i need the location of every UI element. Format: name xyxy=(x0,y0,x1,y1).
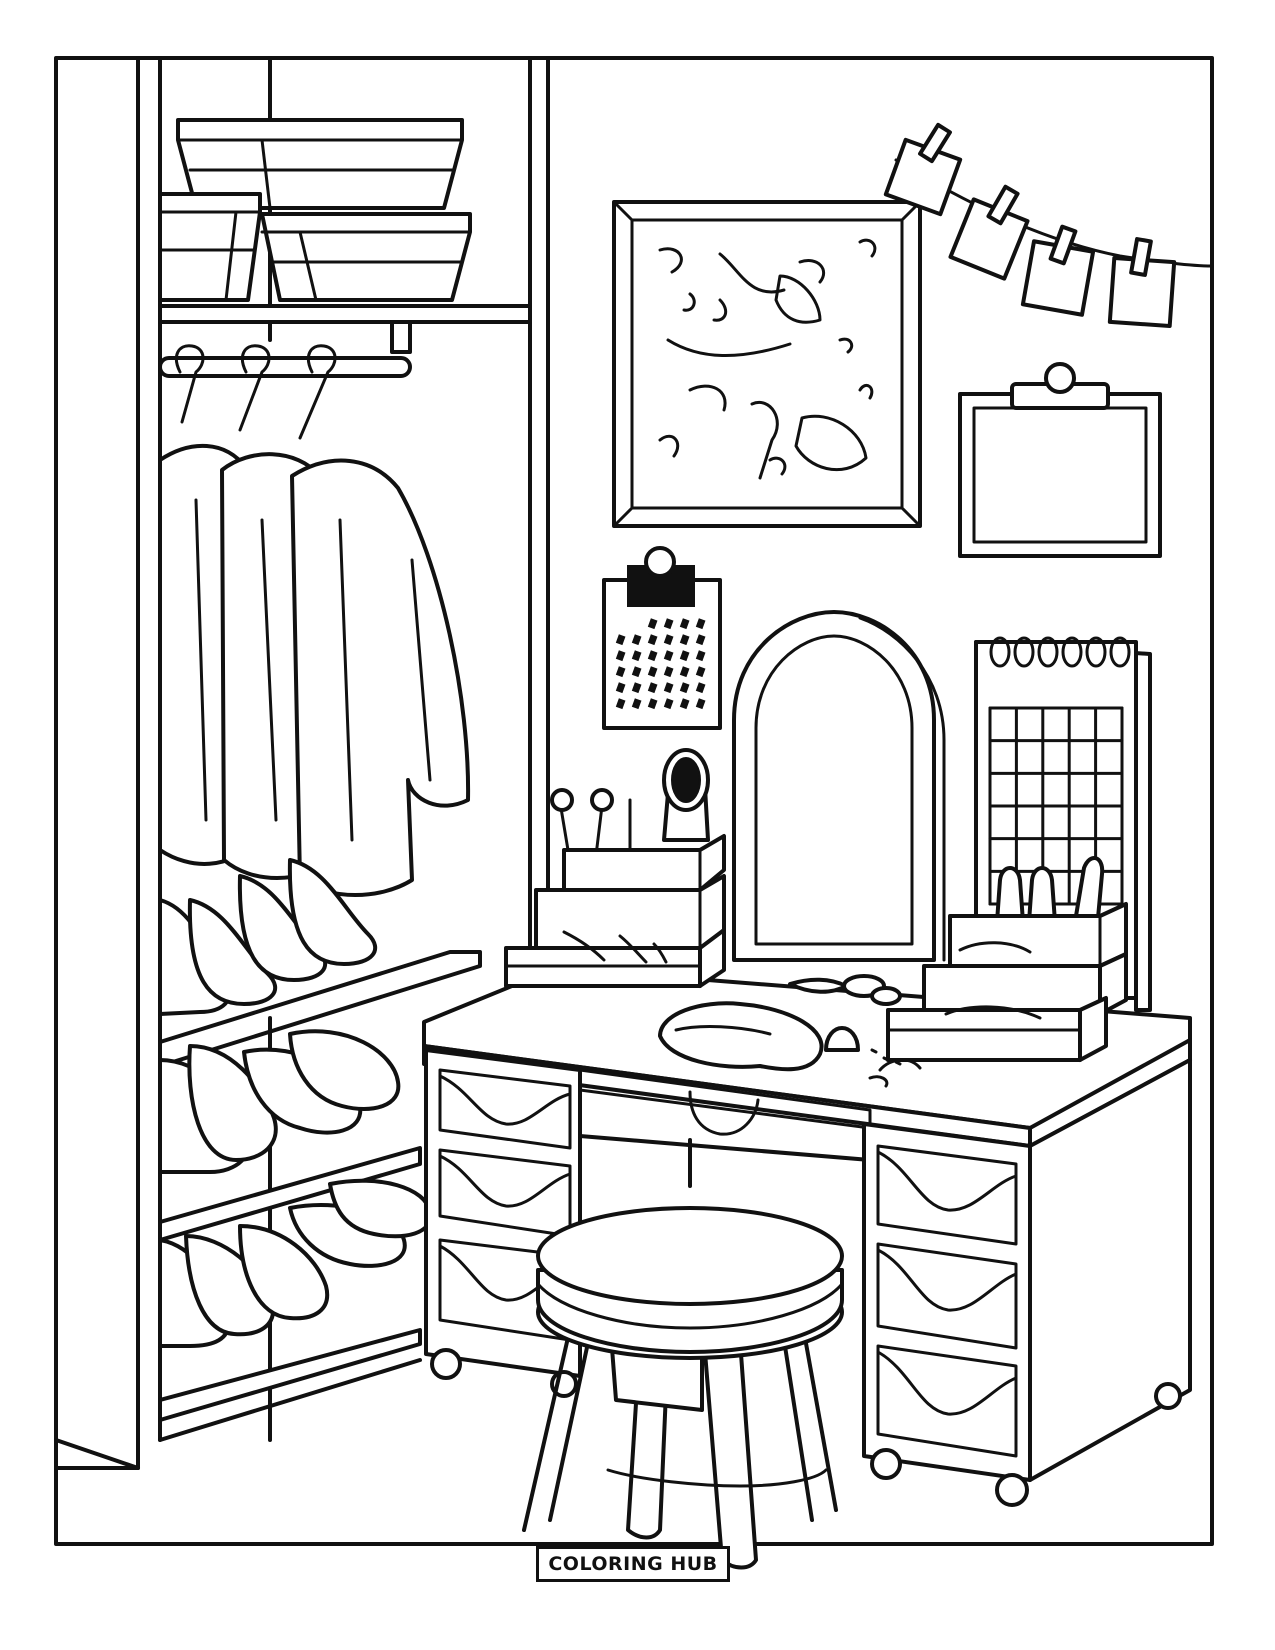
page-border xyxy=(54,56,1214,1546)
makeup-organizer-left xyxy=(504,748,726,988)
round-stool xyxy=(522,1206,844,1570)
closet xyxy=(54,56,550,1470)
brand-badge: COLORING HUB xyxy=(536,1546,730,1582)
photo-string xyxy=(883,122,1214,329)
makeup-organizer-right xyxy=(886,856,1128,1062)
storage-baskets xyxy=(158,118,472,302)
hanging-clothes xyxy=(158,344,471,897)
vanity-mirror xyxy=(732,610,946,962)
clipboard-frame xyxy=(958,362,1162,558)
wall-note xyxy=(602,546,722,730)
shoes xyxy=(158,858,433,1348)
framed-artwork xyxy=(612,200,922,528)
desk-items xyxy=(658,974,922,1088)
brand-label: COLORING HUB xyxy=(548,1553,718,1575)
